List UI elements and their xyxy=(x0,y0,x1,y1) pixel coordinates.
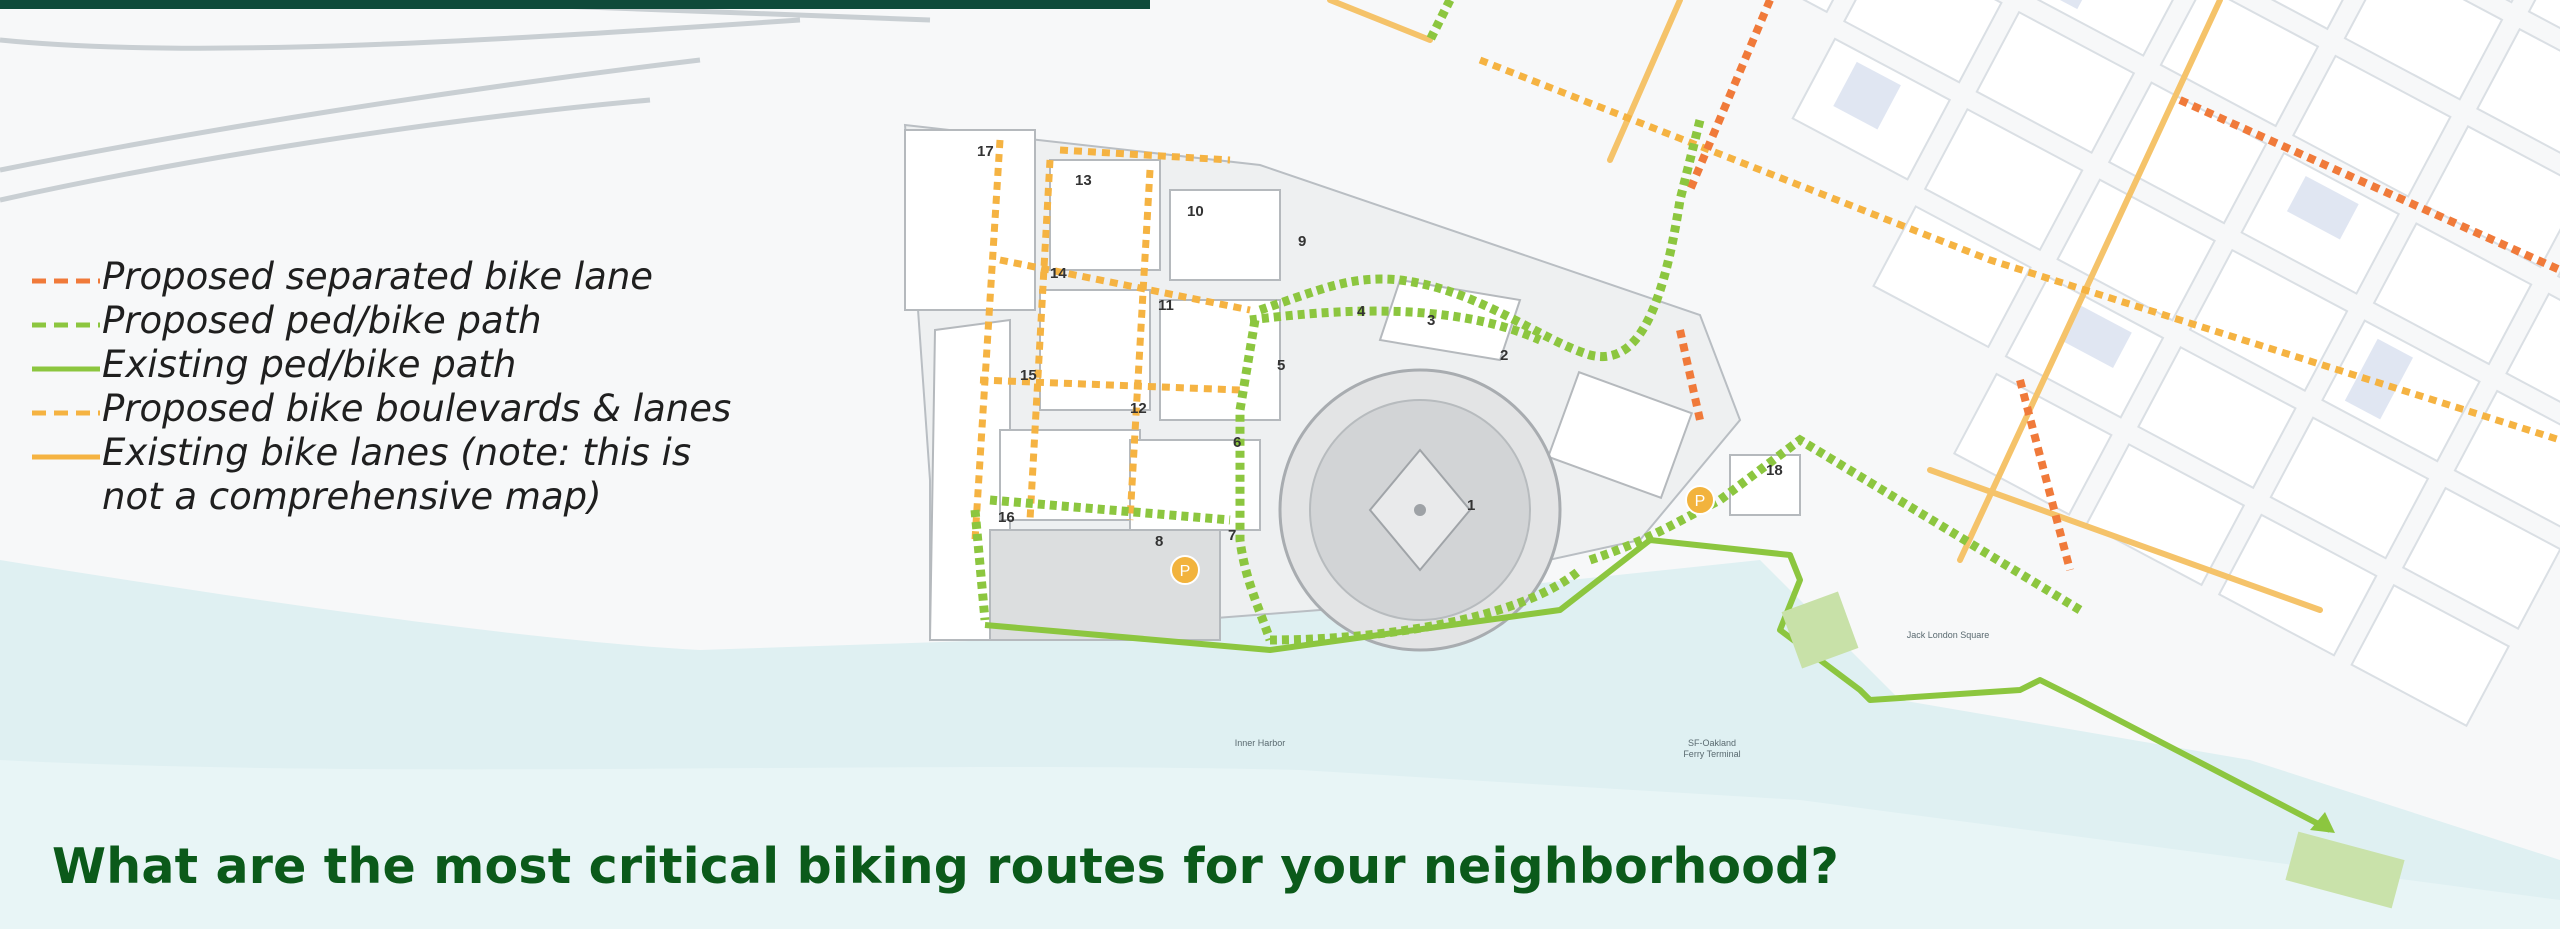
legend-label: Proposed ped/bike path xyxy=(102,299,542,342)
solid-line-icon xyxy=(32,454,100,460)
ferry-label-2: Ferry Terminal xyxy=(1683,749,1740,759)
existing-ped-bike-path xyxy=(984,537,2332,833)
parcel-number-16: 16 xyxy=(998,509,1015,526)
parcel-number-3: 3 xyxy=(1427,312,1435,329)
legend-item-proposed-separated-bike-lane: Proposed separated bike lane xyxy=(28,255,731,299)
header-bar xyxy=(0,0,1150,9)
legend-label: Proposed bike boulevards & lanes xyxy=(102,387,732,430)
parcel-number-4: 4 xyxy=(1357,303,1366,320)
parking-label: P xyxy=(1695,493,1706,510)
parking-marker-1: P xyxy=(1685,485,1715,515)
parcel-number-9: 9 xyxy=(1298,233,1306,250)
path-arrow-icon xyxy=(2310,812,2335,833)
parcel-number-1: 1 xyxy=(1467,497,1475,514)
legend-label: Existing bike lanes (note: this is xyxy=(102,431,692,474)
solid-line-icon xyxy=(32,366,100,372)
dashed-line-icon xyxy=(32,322,100,328)
park-area-lower xyxy=(2285,831,2405,909)
water-label: Inner Harbor xyxy=(1235,738,1286,748)
legend-item-proposed-ped-bike-path: Proposed ped/bike path xyxy=(28,299,731,343)
city-blocks xyxy=(1710,0,2560,728)
ferry-label: SF-Oakland xyxy=(1688,738,1736,748)
parcel-labels: 17 13 10 9 14 11 5 4 3 2 15 12 6 1 18 16 8 7 xyxy=(977,143,1783,550)
legend-label: Existing ped/bike path xyxy=(102,343,517,386)
proposed-ped-bike-path xyxy=(970,0,2083,645)
parcel-number-2: 2 xyxy=(1500,347,1508,364)
parcel-number-12: 12 xyxy=(1130,400,1147,417)
legend-item-existing-bike-lanes: Existing bike lanes (note: this is not a… xyxy=(28,431,731,519)
parcel-number-10: 10 xyxy=(1187,203,1204,220)
park-area xyxy=(1781,591,1859,669)
park-label: Jack London Square xyxy=(1907,630,1990,640)
water-area-lower xyxy=(0,760,2560,929)
dashed-line-icon xyxy=(32,410,100,416)
parcel-number-6: 6 xyxy=(1233,434,1241,451)
parcel-number-5: 5 xyxy=(1277,357,1285,374)
legend-label: Proposed separated bike lane xyxy=(102,255,654,298)
parcel-number-7: 7 xyxy=(1228,527,1236,544)
parcel-number-11: 11 xyxy=(1158,297,1174,314)
parcel-number-18: 18 xyxy=(1766,462,1783,479)
parking-marker-2: P xyxy=(1170,555,1200,585)
parcel-number-13: 13 xyxy=(1075,172,1092,189)
legend-label-continued: not a comprehensive map) xyxy=(102,475,602,518)
parcel-number-15: 15 xyxy=(1020,367,1037,384)
parking-label: P xyxy=(1180,563,1191,580)
survey-question: What are the most critical biking routes… xyxy=(52,838,1840,895)
legend-item-proposed-bike-boulevards: Proposed bike boulevards & lanes xyxy=(28,387,731,431)
dashed-line-icon xyxy=(32,278,100,284)
parcel-number-17: 17 xyxy=(977,143,994,160)
legend-item-existing-ped-bike-path: Existing ped/bike path xyxy=(28,343,731,387)
parcel-number-8: 8 xyxy=(1155,533,1163,550)
stadium xyxy=(1278,368,1562,652)
existing-bike-lanes xyxy=(1327,0,2323,613)
parcel-number-14: 14 xyxy=(1050,265,1067,282)
map-legend: Proposed separated bike lane Proposed pe… xyxy=(28,255,731,519)
proposed-separated-bike-lanes xyxy=(1676,0,2560,572)
proposed-bike-boulevards xyxy=(971,56,2560,541)
